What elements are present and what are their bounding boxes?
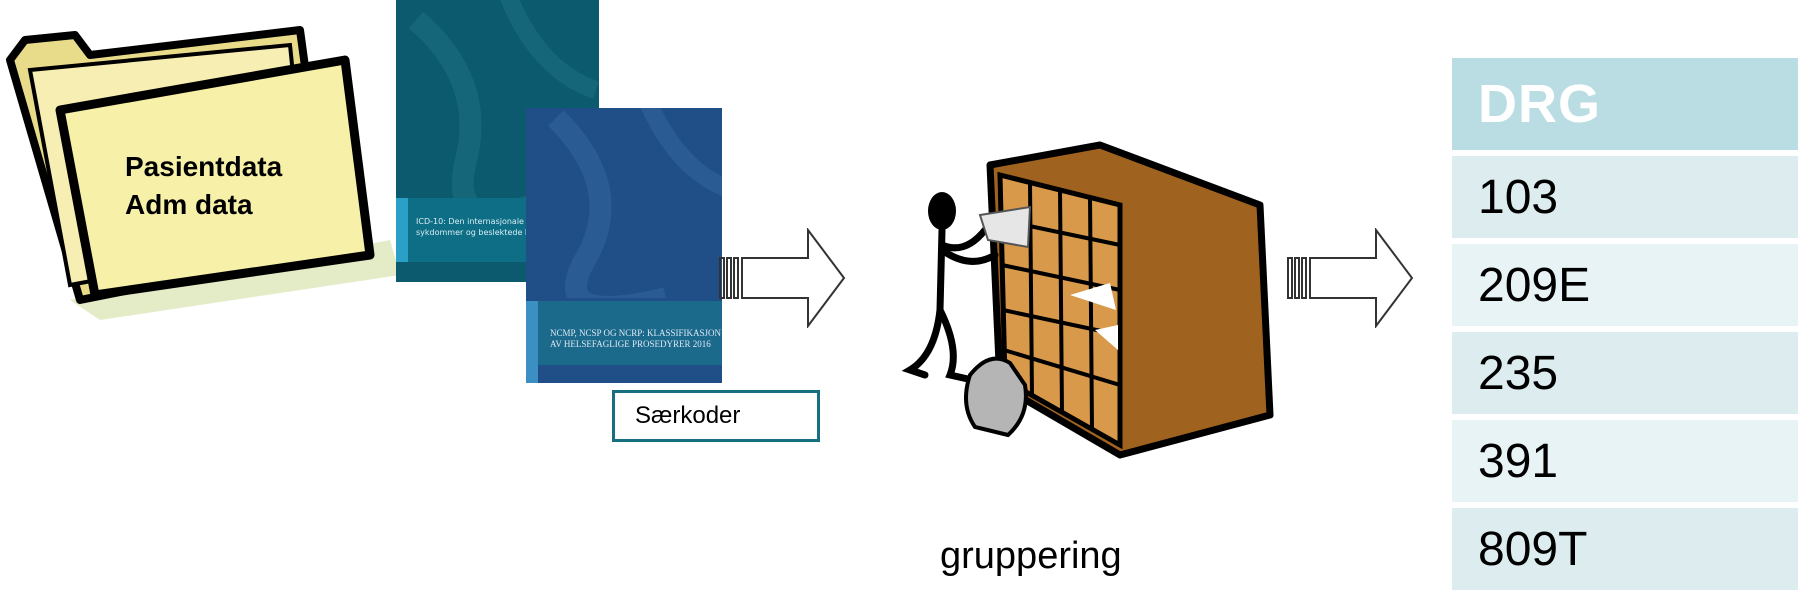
book-pattern-icon [408, 0, 599, 200]
folder-icon [6, 26, 400, 320]
table-row: 235 [1452, 332, 1798, 414]
right-arrow-icon [719, 228, 846, 328]
icd10-book-title: ICD-10: Den internasjonale statisti sykd… [416, 217, 555, 237]
patient-data-folder: Pasientdata Adm data [0, 0, 400, 330]
drg-table: DRG 103 209E 235 391 809T [1452, 58, 1798, 596]
folder-label-patient-data: Pasientdata [125, 151, 283, 182]
ncmp-book: NCMP, NCSP OG NCRP: KLASSIFIKASJON AV HE… [526, 108, 722, 383]
table-row: 209E [1452, 244, 1798, 326]
book-tab [526, 301, 538, 383]
ncmp-book-title: NCMP, NCSP OG NCRP: KLASSIFIKASJON AV HE… [550, 328, 721, 349]
grouping-shelf-illustration [901, 141, 1274, 459]
table-row: 391 [1452, 420, 1798, 502]
drg-table-body: 103 209E 235 391 809T [1452, 156, 1798, 590]
table-row: 103 [1452, 156, 1798, 238]
right-arrow-icon [1287, 228, 1414, 328]
folder-label-adm-data: Adm data [125, 189, 253, 220]
saerkoder-label: Særkoder [635, 402, 741, 429]
drg-table-header: DRG [1452, 58, 1798, 150]
saerkoder-box: Særkoder [612, 390, 820, 442]
grouping-label: gruppering [940, 535, 1122, 577]
book-title-band [526, 301, 722, 365]
table-row: 809T [1452, 508, 1798, 590]
book-tab [396, 198, 408, 262]
book-pattern-icon [548, 108, 722, 298]
